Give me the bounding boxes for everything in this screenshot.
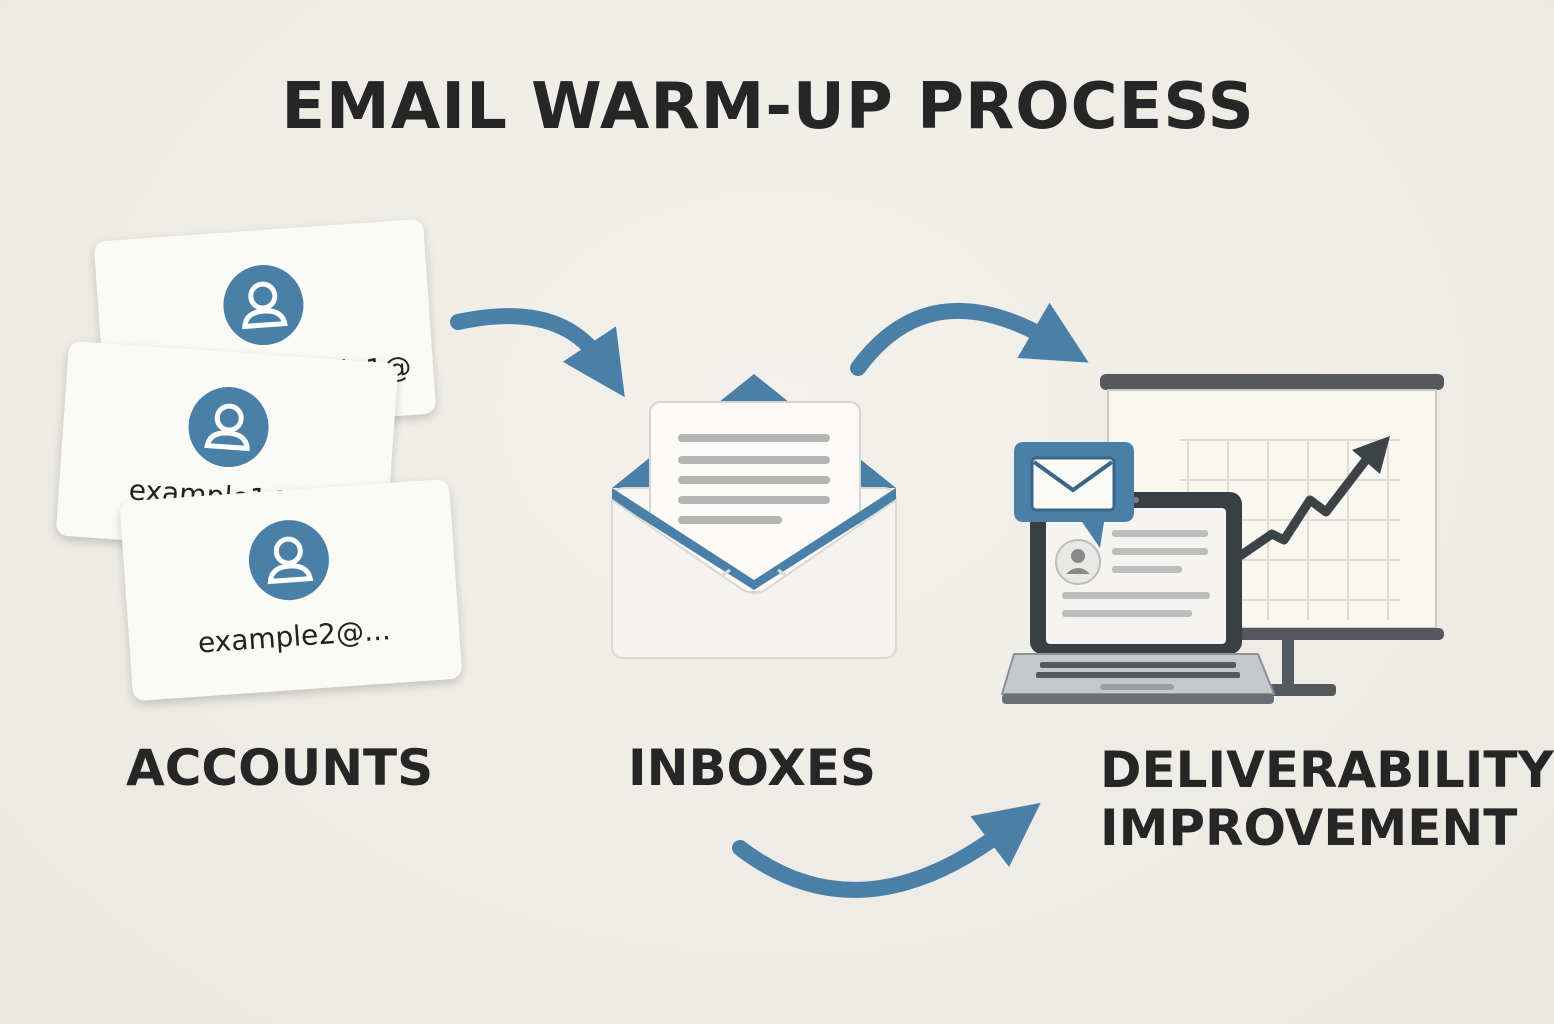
account-card-middle: example1@ <box>55 340 399 559</box>
deliverability-label-line2: IMPROVEMENT <box>1100 799 1518 857</box>
accounts-label: ACCOUNTS <box>126 739 434 797</box>
envelope-icon <box>611 374 897 659</box>
mail-bubble-icon <box>1014 442 1134 548</box>
deliverability-label-line1: DELIVERABILITY <box>1100 741 1554 799</box>
account-card-front: example2@... <box>119 478 463 702</box>
inboxes-label: INBOXES <box>628 739 876 797</box>
user-avatar-icon <box>248 520 329 601</box>
page-title: EMAIL WARM-UP PROCESS <box>281 70 1255 144</box>
arrow-icon <box>450 308 625 398</box>
arrow-icon <box>732 802 1041 898</box>
user-avatar-icon <box>188 387 269 468</box>
account-card-back: example1@ <box>93 218 437 437</box>
user-avatar-icon <box>223 265 304 346</box>
laptop-icon <box>1000 492 1276 704</box>
arrow-icon <box>850 302 1089 376</box>
